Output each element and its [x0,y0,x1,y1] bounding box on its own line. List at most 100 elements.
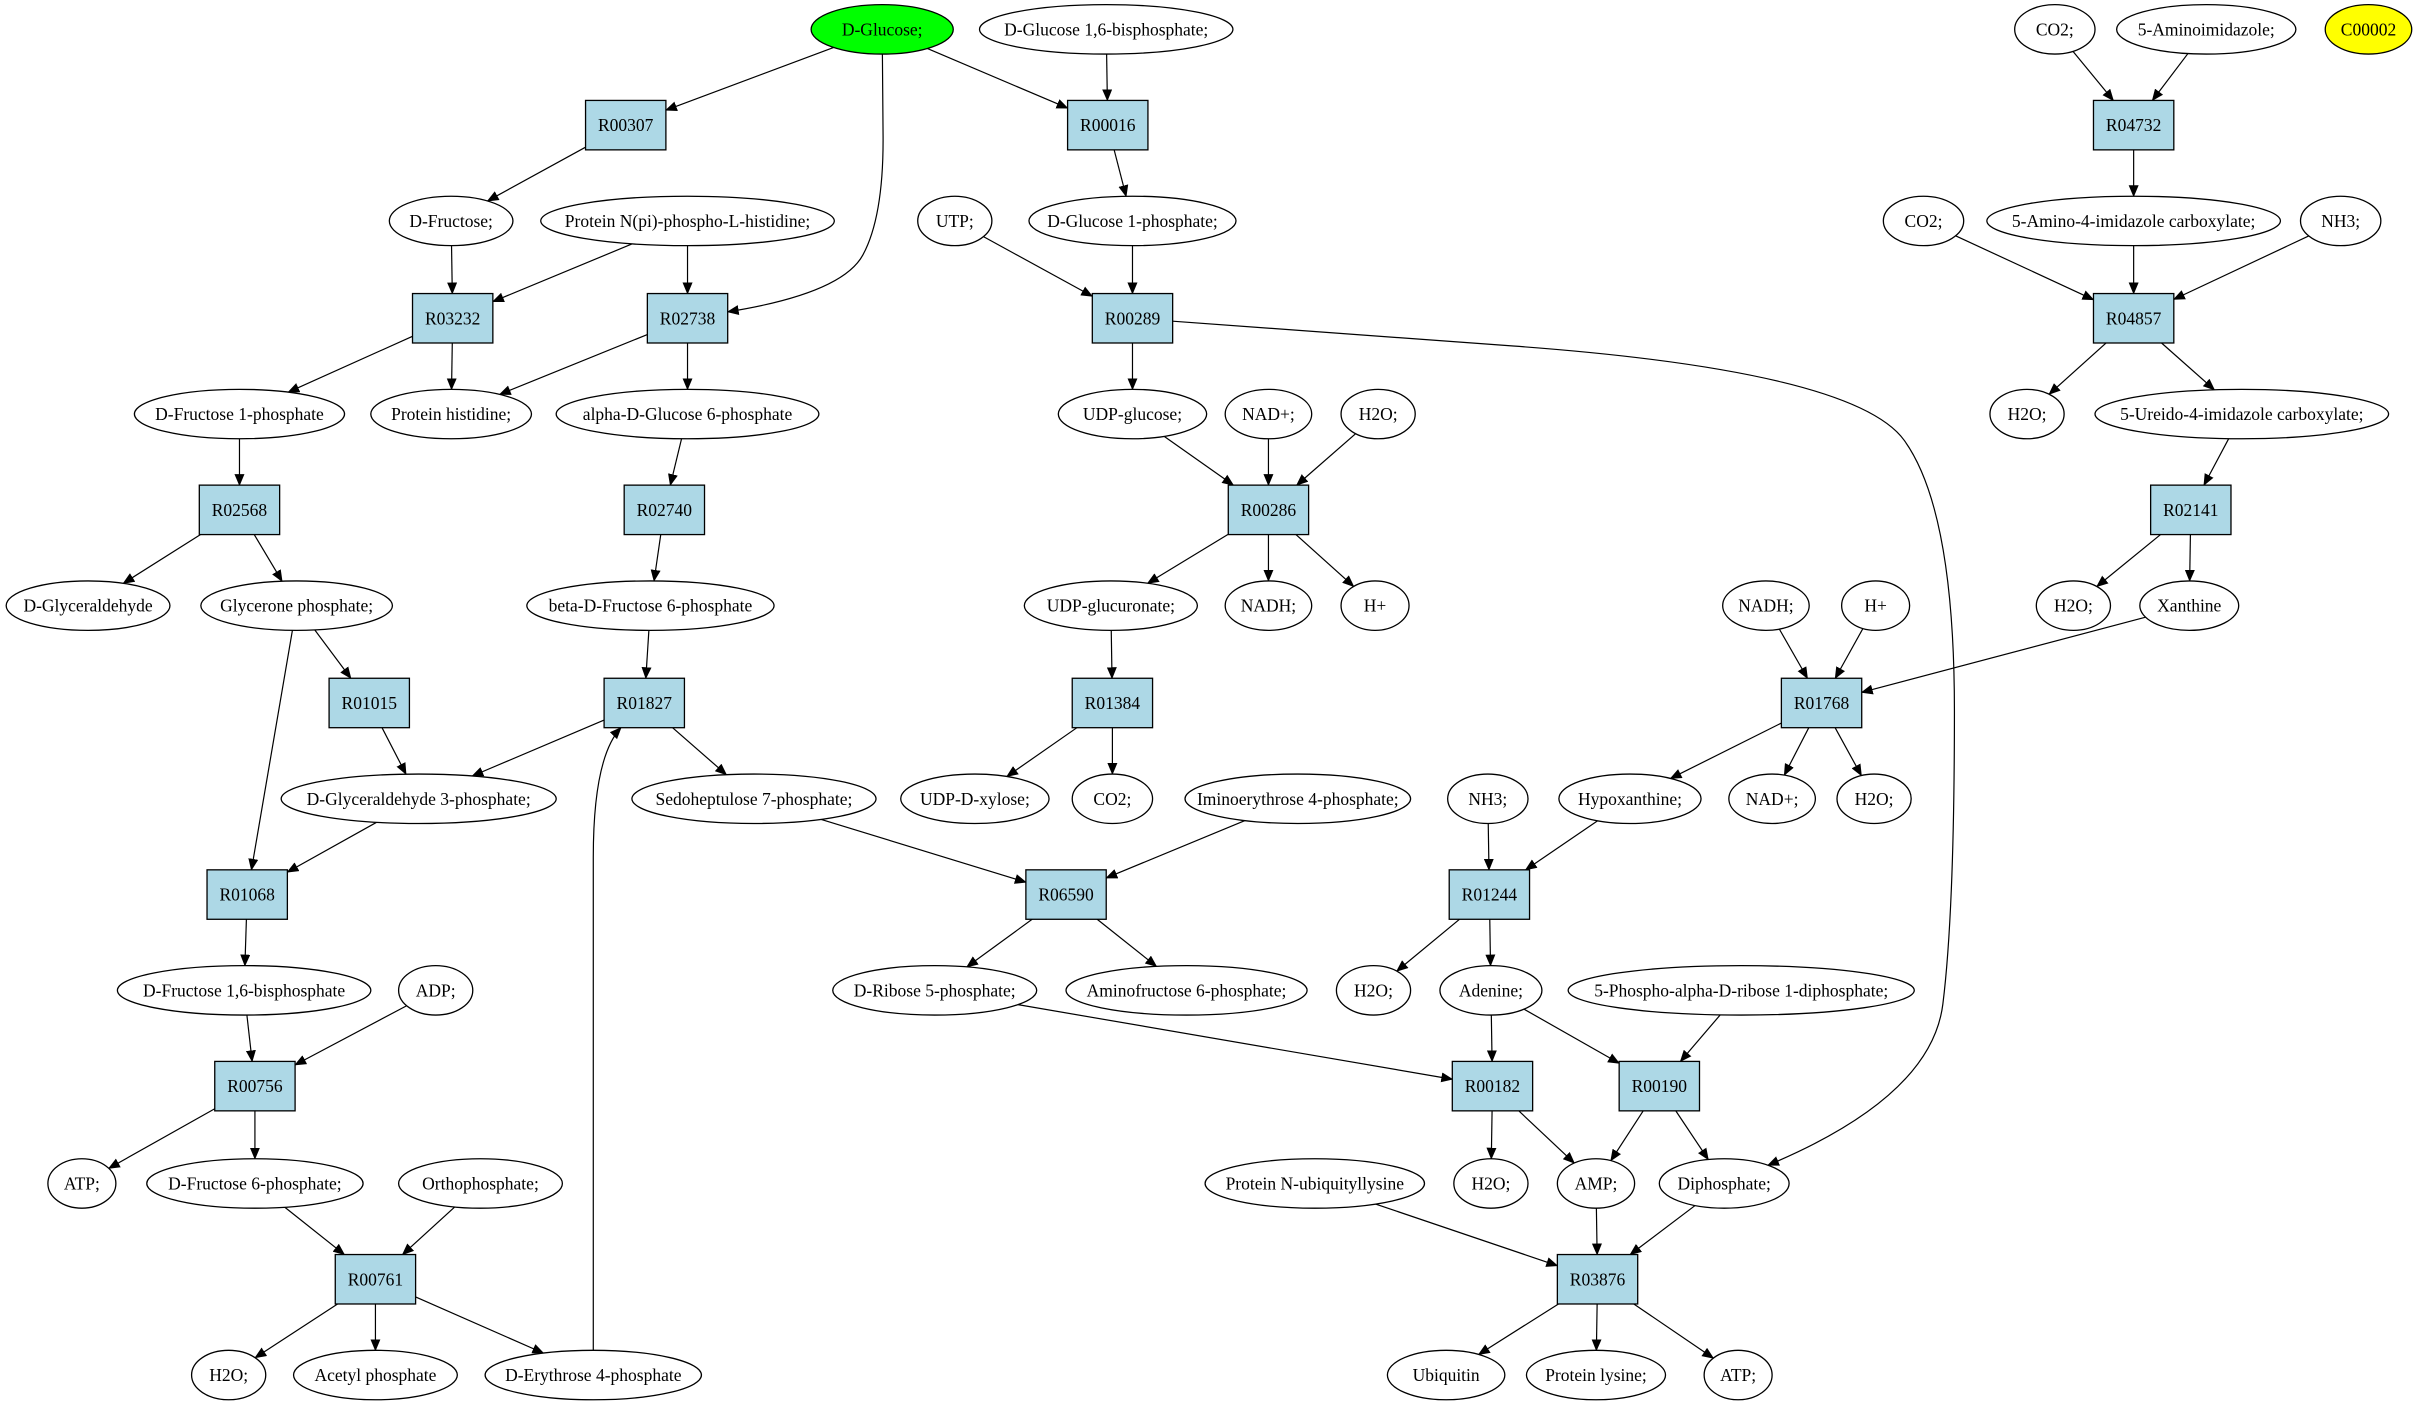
compound-node-nadp-top[interactable]: NAD+; [1224,388,1313,440]
compound-node-hplus-a[interactable]: H+ [1340,580,1410,632]
compound-node-diphosphate[interactable]: Diphosphate; [1658,1158,1790,1209]
compound-node-utp[interactable]: UTP; [917,195,993,247]
reaction-node-r01068[interactable]: R01068 [206,869,289,920]
compound-node-d-erythrose-4-phosphate[interactable]: D-Erythrose 4-phosphate [484,1349,703,1401]
compound-ellipse [1028,195,1237,247]
compound-node-h2o-d[interactable]: H2O; [1836,773,1912,825]
reaction-node-r06590[interactable]: R06590 [1025,869,1107,920]
compound-node-nadh-a[interactable]: NADH; [1224,580,1313,632]
compound-node-orthophosphate[interactable]: Orthophosphate; [397,1158,564,1209]
compound-node-sedoheptulose-7-phosphate[interactable]: Sedoheptulose 7-phosphate; [631,773,877,825]
compound-label: CO2; [2036,19,2074,39]
compound-ellipse [1989,388,2065,440]
reaction-node-r01827[interactable]: R01827 [603,677,686,729]
compound-node-h2o-c[interactable]: H2O; [2035,580,2112,632]
reaction-node-r04857[interactable]: R04857 [2092,292,2175,344]
compound-node-5-ureido-4-imidazole-carboxylate[interactable]: 5-Ureido-4-imidazole carboxylate; [2094,388,2390,440]
compound-node-udp-glucose[interactable]: UDP-glucose; [1057,388,1208,440]
compound-node-d-fructose[interactable]: D-Fructose; [388,195,514,247]
compound-node-co2-low[interactable]: CO2; [1071,773,1154,825]
compound-node-d-glucose[interactable]: D-Glucose; [810,3,954,55]
reaction-node-r00761[interactable]: R00761 [334,1253,417,1305]
compound-node-d-ribose-5-phosphate[interactable]: D-Ribose 5-phosphate; [832,964,1038,1016]
reaction-node-r01244[interactable]: R01244 [1448,869,1531,920]
edge-adenine-to-r00190 [1523,1008,1621,1064]
edge-r01827-to-sedoheptulose-7-phosphate [672,727,728,776]
reaction-node-r00307[interactable]: R00307 [584,99,667,151]
compound-node-co2-mid[interactable]: CO2; [1882,195,1965,247]
compound-label: Glycerone phosphate; [220,596,373,616]
compound-node-iminoerythrose-4-phosphate[interactable]: Iminoerythrose 4-phosphate; [1184,773,1412,825]
compound-node-h2o-g[interactable]: H2O; [190,1349,267,1401]
compound-node-glycerone-phosphate[interactable]: Glycerone phosphate; [200,580,394,632]
edge-r06590-to-d-ribose-5-phosphate [966,918,1033,968]
compound-node-d-fructose-1-phosphate[interactable]: D-Fructose 1-phosphate [133,388,346,440]
reaction-node-r00289[interactable]: R00289 [1091,292,1174,344]
compound-node-h2o-a[interactable]: H2O; [1340,388,1416,440]
compound-node-atp-a[interactable]: ATP; [47,1158,117,1209]
compound-node-ubiquitin[interactable]: Ubiquitin [1386,1349,1506,1401]
reaction-node-r02738[interactable]: R02738 [646,292,729,344]
reaction-node-r00016[interactable]: R00016 [1066,99,1149,151]
compound-ellipse [146,1158,364,1209]
reaction-node-r02568[interactable]: R02568 [198,484,281,536]
reaction-node-r00286[interactable]: R00286 [1227,484,1310,536]
reaction-node-r04732[interactable]: R04732 [2092,99,2175,151]
compound-ellipse [292,1349,458,1401]
compound-node-hypoxanthine[interactable]: Hypoxanthine; [1558,773,1702,825]
compound-node-udp-glucuronate[interactable]: UDP-glucuronate; [1023,580,1199,632]
compound-node-adp[interactable]: ADP; [397,964,474,1016]
reaction-label: R01015 [342,693,398,713]
compound-node-hplus-b[interactable]: H+ [1840,580,1911,632]
compound-node-5-aminoimidazole[interactable]: 5-Aminoimidazole; [2115,3,2297,55]
compound-node-5-amino-4-imidazole-carboxylate[interactable]: 5-Amino-4-imidazole carboxylate; [1986,195,2282,247]
compound-node-c00002[interactable]: C00002 [2324,3,2413,55]
compound-node-5-phospho-alpha-d-ribose-1-diphosphate[interactable]: 5-Phospho-alpha-D-ribose 1-diphosphate; [1567,964,1915,1016]
reaction-node-r02141[interactable]: R02141 [2149,484,2232,536]
compound-node-protein-lysine[interactable]: Protein lysine; [1525,1349,1667,1401]
reaction-node-r03232[interactable]: R03232 [411,292,494,344]
compound-node-d-glucose-1-6-bisphosphate[interactable]: D-Glucose 1,6-bisphosphate; [978,3,1234,55]
compound-node-atp-b[interactable]: ATP; [1703,1349,1773,1401]
reaction-node-r00182[interactable]: R00182 [1451,1060,1534,1112]
compound-node-h2o-f[interactable]: H2O; [1453,1158,1529,1209]
edge-protein-n-ubiquityllysine-to-r03876 [1375,1203,1559,1267]
compound-label: alpha-D-Glucose 6-phosphate [583,404,793,424]
compound-node-amp[interactable]: AMP; [1556,1158,1636,1209]
compound-node-h2o-b[interactable]: H2O; [1989,388,2065,440]
compound-node-acetyl-phosphate[interactable]: Acetyl phosphate [292,1349,458,1401]
compound-node-udp-d-xylose[interactable]: UDP-D-xylose; [900,773,1050,825]
compound-node-d-fructose-1-6-bisphosphate[interactable]: D-Fructose 1,6-bisphosphate [116,964,372,1016]
compound-node-nadp-low[interactable]: NAD+; [1728,773,1817,825]
compound-node-adenine[interactable]: Adenine; [1439,964,1543,1016]
compound-node-d-glucose-1-phosphate[interactable]: D-Glucose 1-phosphate; [1028,195,1237,247]
edge-r01015-to-d-glyceraldehyde-3-phosphate [381,727,407,776]
compound-node-protein-n-ubiquityllysine[interactable]: Protein N-ubiquityllysine [1204,1158,1426,1209]
reaction-node-r02740[interactable]: R02740 [623,484,706,536]
compound-node-nh3-top[interactable]: NH3; [2299,195,2382,247]
reaction-node-r01768[interactable]: R01768 [1780,677,1863,729]
compound-label: CO2; [1093,789,1131,809]
compound-node-alpha-d-glucose-6-phosphate[interactable]: alpha-D-Glucose 6-phosphate [555,388,820,440]
edge-r00289-to-diphosphate [1172,320,1956,1166]
reaction-node-r01015[interactable]: R01015 [328,677,411,729]
compound-node-d-fructose-6-phosphate[interactable]: D-Fructose 6-phosphate; [146,1158,364,1209]
reaction-node-r01384[interactable]: R01384 [1071,677,1154,729]
compound-node-co2-top[interactable]: CO2; [2014,3,2096,55]
compound-node-beta-d-fructose-6-phosphate[interactable]: beta-D-Fructose 6-phosphate [526,580,775,632]
reaction-node-r00190[interactable]: R00190 [1618,1060,1701,1112]
compound-node-d-glyceraldehyde[interactable]: D-Glyceraldehyde [5,580,171,632]
compound-node-d-glyceraldehyde-3-phosphate[interactable]: D-Glyceraldehyde 3-phosphate; [280,773,557,825]
compound-node-protein-histidine[interactable]: Protein histidine; [370,388,533,440]
compound-node-aminofructose-6-phosphate[interactable]: Aminofructose 6-phosphate; [1065,964,1308,1016]
compound-node-xanthine[interactable]: Xanthine [2139,580,2240,632]
reaction-node-r03876[interactable]: R03876 [1556,1253,1639,1305]
compound-node-protein-n-pi-phospho-l-histidine[interactable]: Protein N(pi)-phospho-L-histidine; [540,195,835,247]
compound-ellipse [370,388,533,440]
compound-ellipse [1986,195,2282,247]
compound-node-h2o-e[interactable]: H2O; [1335,964,1412,1016]
reaction-node-r00756[interactable]: R00756 [214,1060,296,1112]
compound-label: ADP; [416,980,456,1000]
compound-node-nadh-b[interactable]: NADH; [1722,580,1810,632]
compound-node-nh3-low[interactable]: NH3; [1447,773,1529,825]
